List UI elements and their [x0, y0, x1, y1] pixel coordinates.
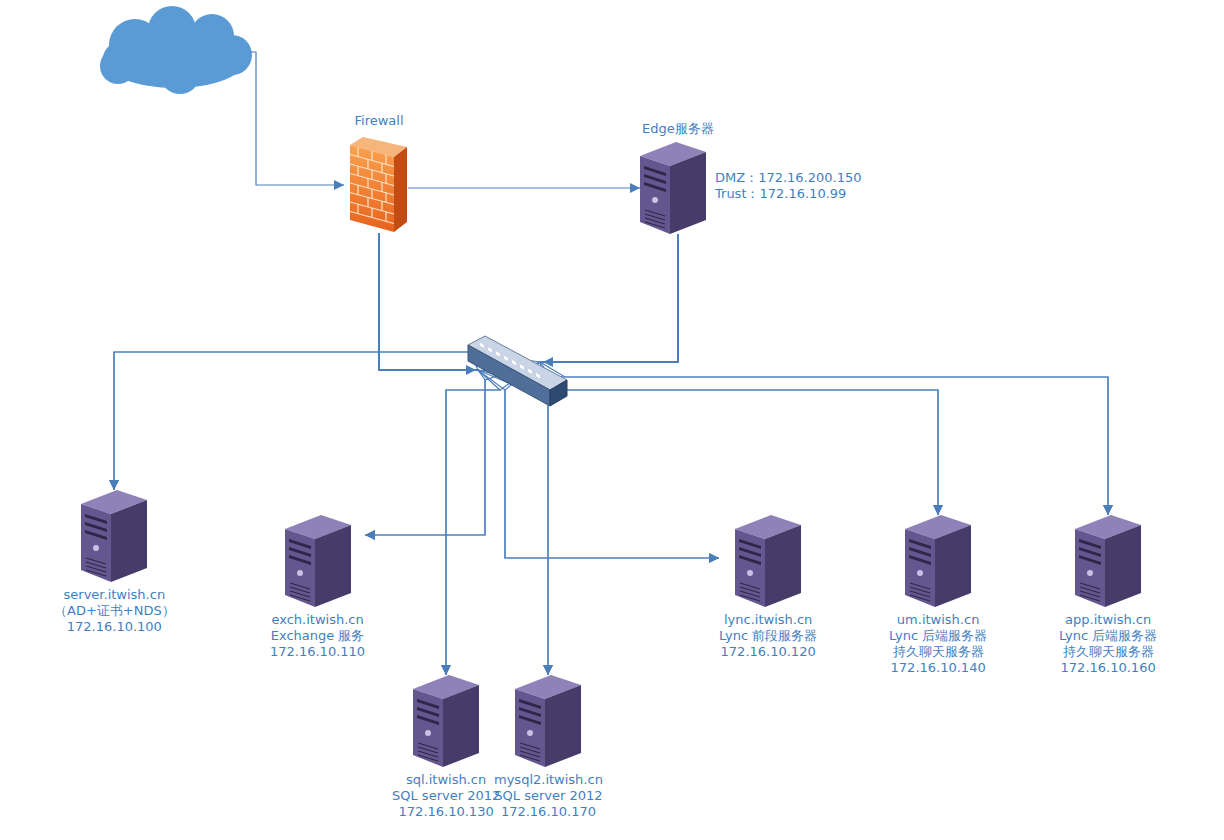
- network-link: [379, 233, 548, 675]
- node-detail: Lync 后端服务器: [1059, 628, 1157, 644]
- node-detail: 172.16.10.110: [270, 644, 365, 660]
- network-link: [540, 234, 678, 675]
- server-caption: mysql2.itwish.cnSQL server 2012172.16.10…: [494, 772, 603, 820]
- node-detail: SQL server 2012: [494, 788, 602, 804]
- uplink-arrowhead: [543, 357, 553, 367]
- switch-port: [496, 351, 500, 356]
- server-icon: [735, 515, 801, 607]
- node-detail: 172.16.10.120: [721, 644, 816, 660]
- server-icon: [413, 675, 479, 767]
- server-caption: exch.itwish.cnExchange 服务172.16.10.110: [270, 612, 365, 660]
- server-icon: [81, 490, 147, 582]
- switch-port: [528, 369, 532, 374]
- server-caption: server.itwish.cn（AD+证书+NDS）172.16.10.100: [54, 587, 175, 635]
- node-detail: SQL server 2012: [392, 788, 500, 804]
- network-link: [365, 233, 485, 535]
- network-link: [379, 233, 938, 515]
- node-detail: 持久聊天服务器: [893, 644, 984, 660]
- node-title: Edge服务器: [642, 121, 862, 137]
- server-node: lync.itwish.cnLync 前段服务器172.16.10.120: [719, 515, 817, 660]
- node-title: lync.itwish.cn: [724, 612, 812, 628]
- network-link: [379, 233, 500, 675]
- node-detail: DMZ：172.16.200.150: [715, 170, 862, 186]
- node-title: sql.itwish.cn: [406, 772, 486, 788]
- network-link: [114, 233, 478, 490]
- network-switch: [468, 336, 567, 406]
- server-node: server.itwish.cn（AD+证书+NDS）172.16.10.100: [54, 490, 175, 635]
- uplink-arrowhead: [466, 365, 476, 375]
- switch-port: [536, 373, 540, 378]
- switch-port: [512, 360, 516, 365]
- firewall-node: Firewall: [350, 113, 408, 233]
- network-link: [540, 234, 938, 515]
- server-caption: sql.itwish.cnSQL server 2012172.16.10.13…: [392, 772, 500, 820]
- switch-port: [488, 347, 492, 352]
- node-detail: 172.16.10.170: [501, 804, 596, 820]
- switch-port: [520, 364, 524, 369]
- internet-cloud: [100, 6, 252, 94]
- node-detail: Trust：172.16.10.99: [715, 186, 862, 202]
- node-title: exch.itwish.cn: [271, 612, 363, 628]
- switch-port: [480, 343, 484, 348]
- server-icon: [640, 142, 706, 234]
- node-detail: 持久聊天服务器: [1063, 644, 1154, 660]
- firewall-icon: [350, 137, 408, 233]
- node-title: Firewall: [354, 113, 403, 129]
- node-title: mysql2.itwish.cn: [494, 772, 603, 788]
- node-detail: 172.16.10.100: [67, 619, 162, 635]
- server-node: sql.itwish.cnSQL server 2012172.16.10.13…: [392, 675, 500, 820]
- node-detail: 172.16.10.130: [399, 804, 494, 820]
- switch-port: [504, 356, 508, 361]
- server-icon: [1075, 515, 1141, 607]
- edge-addresses: DMZ：172.16.200.150Trust：172.16.10.99: [715, 170, 862, 202]
- edge-body: DMZ：172.16.200.150Trust：172.16.10.99: [640, 142, 862, 234]
- server-icon: [285, 515, 351, 607]
- server-caption: lync.itwish.cnLync 前段服务器172.16.10.120: [719, 612, 817, 660]
- edge-server-node: Edge服务器 DMZ：172.16.200.150Trust：172.16.10…: [640, 121, 862, 234]
- network-link: [446, 234, 678, 675]
- node-detail: Lync 前段服务器: [719, 628, 817, 644]
- node-detail: （AD+证书+NDS）: [54, 603, 175, 619]
- network-link: [365, 234, 678, 535]
- cloud-link: [250, 52, 344, 185]
- network-link: [379, 233, 719, 558]
- node-title: server.itwish.cn: [64, 587, 166, 603]
- node-detail: 172.16.10.160: [1061, 660, 1156, 676]
- server-caption: app.itwish.cnLync 后端服务器持久聊天服务器172.16.10.…: [1059, 612, 1157, 676]
- server-caption: um.itwish.cnLync 后端服务器持久聊天服务器172.16.10.1…: [889, 612, 987, 676]
- node-detail: 172.16.10.140: [891, 660, 986, 676]
- server-node: mysql2.itwish.cnSQL server 2012172.16.10…: [494, 675, 603, 820]
- node-detail: Exchange 服务: [271, 628, 365, 644]
- server-icon: [515, 675, 581, 767]
- server-icon: [905, 515, 971, 607]
- node-title: app.itwish.cn: [1065, 612, 1151, 628]
- network-link: [408, 187, 640, 188]
- server-node: app.itwish.cnLync 后端服务器持久聊天服务器172.16.10.…: [1059, 515, 1157, 676]
- node-detail: Lync 后端服务器: [889, 628, 987, 644]
- node-title: um.itwish.cn: [897, 612, 980, 628]
- server-node: um.itwish.cnLync 后端服务器持久聊天服务器172.16.10.1…: [889, 515, 987, 676]
- edge-heading: Edge服务器: [640, 121, 862, 137]
- server-node: exch.itwish.cnExchange 服务172.16.10.110: [270, 515, 365, 660]
- network-link: [540, 234, 1108, 515]
